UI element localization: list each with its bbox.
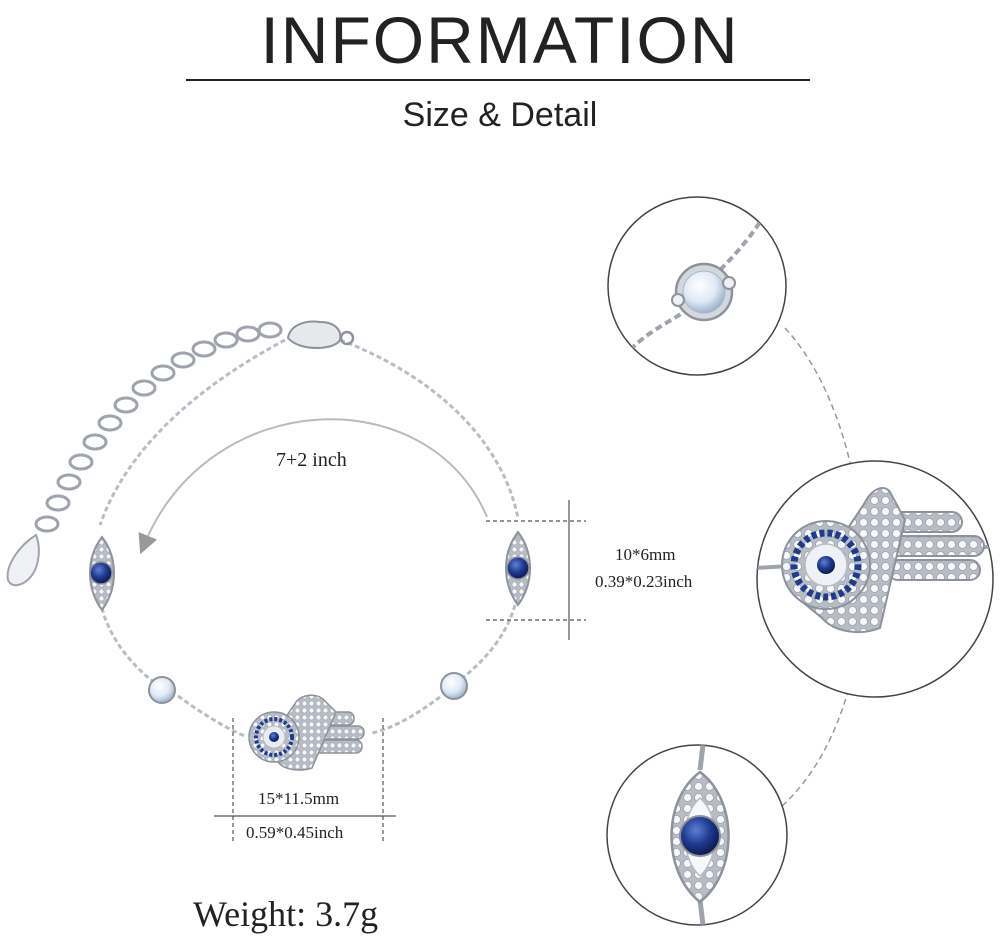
extender-chain (34, 321, 283, 533)
hamsa-size-guides (214, 718, 396, 842)
length-arrow (138, 418, 488, 555)
eye-size-guides (486, 500, 586, 640)
right-crystal-link (440, 672, 468, 700)
detail-view-hamsa (756, 460, 994, 698)
eye-charm-size-mm: 10*6mm (615, 545, 676, 564)
page-title: INFORMATION (260, 3, 740, 77)
title-divider (186, 79, 810, 81)
left-crystal-link (148, 676, 176, 704)
detail-view-eye (606, 744, 788, 926)
lobster-clasp (286, 320, 355, 349)
weight-label: Weight: 3.7g (193, 894, 379, 934)
bracelet-length-label: 7+2 inch (276, 449, 347, 471)
hamsa-charm-size-mm: 15*11.5mm (258, 789, 340, 808)
hamsa-charm (248, 694, 365, 771)
teardrop-charm (6, 533, 40, 587)
page-subtitle: Size & Detail (402, 96, 598, 134)
eye-charm-size-inch: 0.39*0.23inch (595, 572, 693, 591)
right-eye-charm (505, 530, 531, 607)
hamsa-charm-size-inch: 0.59*0.45inch (246, 823, 344, 842)
detail-view-crystal-link (607, 196, 787, 376)
left-eye-charm (89, 535, 115, 612)
